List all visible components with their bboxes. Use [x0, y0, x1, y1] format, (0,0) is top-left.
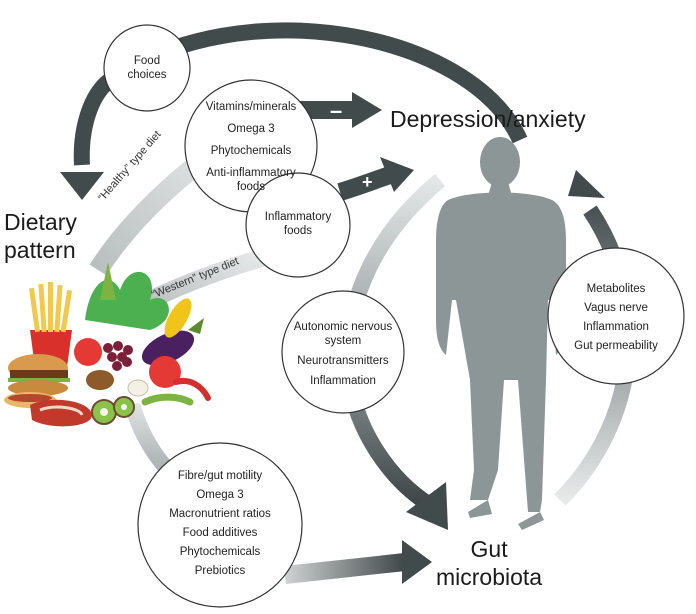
- gut-brain-text: Metabolites Vagus nerve Inflammation Gut…: [560, 280, 672, 356]
- brain-gut-circle: [281, 290, 405, 414]
- gut-brain-item: Gut permeability: [574, 340, 658, 352]
- healthy-factors-text: Vitamins/minerals Omega 3 Phytochemicals…: [190, 100, 312, 194]
- diet-gut-arrow: [284, 553, 407, 584]
- gut-microbiota-label: Gut microbiota: [436, 535, 542, 591]
- diet-gut-item: Prebiotics: [194, 565, 246, 577]
- inflammatory-foods-text: Inflammatory foods: [254, 210, 342, 238]
- gut-microbiota-line-1: Gut: [470, 536, 508, 562]
- brain-gut-item: Autonomic nervous system: [293, 321, 393, 347]
- healthy-factor-item: Anti-inflammatory foods: [206, 167, 296, 193]
- food-pile-icon: [4, 262, 211, 427]
- brain-gut-item: Inflammation: [310, 375, 376, 387]
- brain-gut-text: Autonomic nervous system Neurotransmitte…: [292, 320, 394, 388]
- gut-brain-item: Inflammation: [583, 321, 649, 333]
- depression-anxiety-label: Depression/anxiety: [390, 106, 586, 132]
- dietary-pattern-label: Dietary pattern: [4, 208, 77, 264]
- top-cycle-arrowhead: [60, 172, 104, 200]
- dietary-pattern-line-1: Dietary: [4, 209, 77, 235]
- healthy-factor-item: Phytochemicals: [210, 145, 292, 157]
- brain-gut-arrowhead: [406, 482, 448, 530]
- inflammatory-effect-arrowhead: [380, 157, 414, 192]
- food-choices-line-2: choices: [127, 69, 167, 81]
- gut-brain-item: Metabolites: [586, 283, 646, 295]
- inflammatory-foods-circle: [245, 172, 351, 278]
- minus-sign: –: [330, 98, 343, 123]
- human-silhouette-icon: [436, 137, 566, 530]
- food-choices-line-1: Food: [133, 55, 161, 67]
- gut-microbiota-line-2: microbiota: [436, 564, 543, 590]
- inflammatory-foods-line-2: foods: [283, 225, 313, 237]
- gut-brain-circle: [547, 247, 685, 385]
- gut-brain-arrowhead: [568, 170, 605, 198]
- diet-gut-circle: [137, 442, 303, 608]
- food-choices-text: Food choices: [104, 54, 190, 82]
- western-diet-band: [135, 249, 265, 314]
- healthy-effect-arrowhead: [352, 92, 382, 128]
- diet-gut-item: Macronutrient ratios: [169, 508, 271, 520]
- inflammatory-foods-line-1: Inflammatory: [264, 211, 332, 223]
- healthy-factor-item: Vitamins/minerals: [205, 101, 297, 113]
- food-choices-circle: [103, 24, 191, 112]
- diet-gut-item: Omega 3: [196, 489, 244, 501]
- diet-gut-text: Fibre/gut motility Omega 3 Macronutrient…: [150, 467, 290, 581]
- inflammatory-effect-arrow: [337, 166, 393, 201]
- diet-gut-arrowhead: [402, 540, 432, 584]
- plus-sign: +: [362, 172, 373, 192]
- gut-brain-item: Vagus nerve: [584, 302, 648, 314]
- dietary-pattern-line-2: pattern: [4, 237, 76, 263]
- diet-gut-item: Food additives: [182, 527, 258, 539]
- diet-gut-item: Phytochemicals: [179, 546, 261, 558]
- diet-gut-arc: [124, 402, 175, 476]
- healthy-factor-item: Omega 3: [227, 123, 275, 135]
- diet-gut-item: Fibre/gut motility: [177, 470, 263, 482]
- top-cycle-arrow: [73, 22, 528, 166]
- brain-gut-item: Neurotransmitters: [297, 355, 389, 367]
